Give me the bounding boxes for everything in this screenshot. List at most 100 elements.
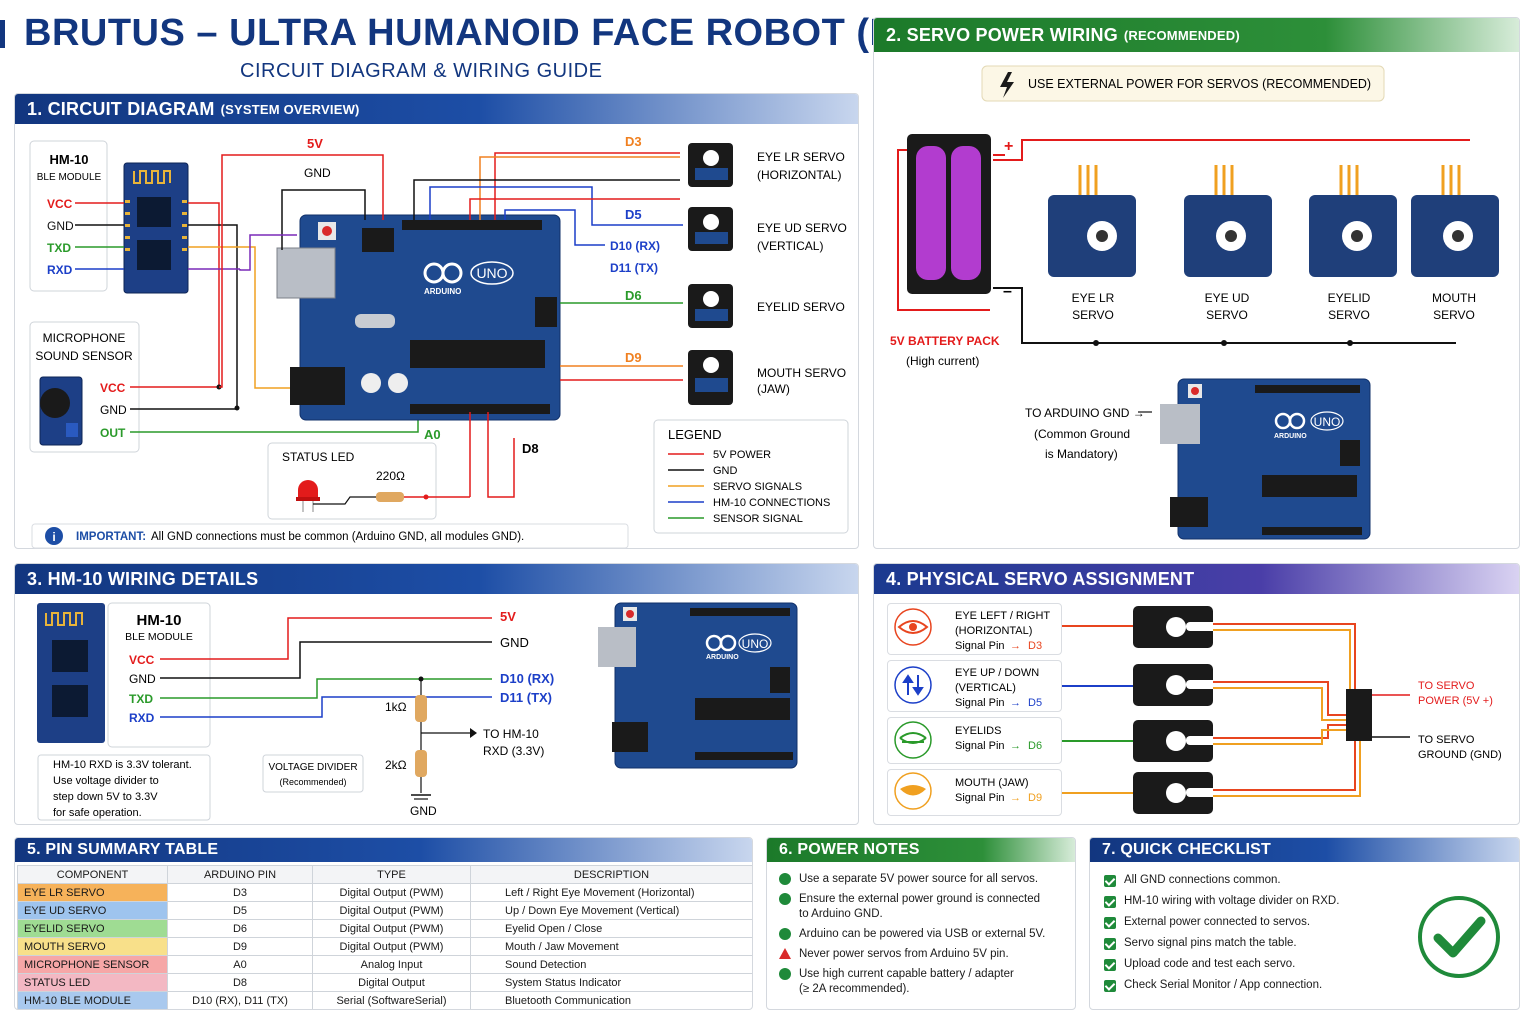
checklist-item-label: Check Serial Monitor / App connection. — [1124, 979, 1323, 991]
check-circle-icon — [779, 968, 791, 980]
cell-pin: D3 — [167, 883, 313, 902]
cell-component: MICROPHONE SENSOR — [17, 955, 168, 974]
checkbox-icon[interactable] — [1104, 875, 1116, 887]
hm10-pin-txd: TXD — [47, 241, 71, 255]
as2-l2: (VERTICAL) — [955, 682, 1016, 694]
important-text: All GND connections must be common (Ardu… — [151, 531, 524, 543]
s3-pin-gnd: GND — [129, 672, 156, 686]
to-servo-ground: TO SERVO — [1418, 734, 1475, 746]
mic-pin-vcc: VCC — [100, 381, 126, 395]
page-title: BRUTUS – ULTRA HUMANOID FACE ROBOT (BLE) — [24, 12, 961, 54]
checkbox-icon[interactable] — [1104, 938, 1116, 950]
up-down-arrows-icon — [894, 666, 932, 704]
power-note-text: Arduino can be powered via USB or extern… — [799, 928, 1046, 940]
svg-text:i: i — [52, 530, 55, 544]
power-servo-3 — [1309, 165, 1397, 277]
label-5v: 5V — [307, 136, 323, 151]
s3-r2: 2kΩ — [385, 758, 407, 772]
cell-pin: D5 — [167, 901, 313, 920]
title-accent — [0, 20, 5, 48]
arduino-text: ARDUINO — [424, 287, 461, 296]
checkbox-icon[interactable] — [1104, 896, 1116, 908]
mic-desc: SOUND SENSOR — [35, 349, 133, 363]
ps2-l1: EYE UD — [1205, 291, 1250, 305]
s3-to-rxd: TO HM-10 — [483, 727, 539, 741]
ps1-l2: SERVO — [1072, 308, 1114, 322]
table-header-row: COMPONENT ARDUINO PIN TYPE DESCRIPTION — [17, 865, 752, 884]
checkbox-icon[interactable] — [1104, 917, 1116, 929]
mic-module-graphic — [39, 376, 83, 446]
label-d11: D11 (TX) — [610, 261, 658, 275]
section-servo-power: 2. SERVO POWER WIRING (RECOMMENDED) — [873, 17, 1520, 549]
uno-text-3: UNO — [742, 637, 769, 651]
plus-sign: + — [1004, 138, 1013, 155]
power-banner — [981, 65, 1385, 102]
section-5-header: 5. PIN SUMMARY TABLE — [15, 838, 752, 862]
big-checkmark-icon — [1418, 896, 1500, 978]
ps3-l2: SERVO — [1328, 308, 1370, 322]
checkbox-icon[interactable] — [1104, 980, 1116, 992]
section-1-header: 1. CIRCUIT DIAGRAM (SYSTEM OVERVIEW) — [15, 94, 858, 124]
checklist-item-label: External power connected to servos. — [1124, 916, 1311, 928]
hm10-module-graphic — [123, 162, 189, 294]
led-graphic — [296, 480, 320, 512]
assign-servo-1 — [1133, 606, 1220, 648]
arduino-board-hm10: UNO ARDUINO — [598, 602, 798, 769]
cell-component: STATUS LED — [17, 973, 168, 992]
cell-component: MOUTH SERVO — [17, 937, 168, 956]
as4-pin: Signal Pin — [955, 792, 1005, 804]
servo-3-name: EYELID SERVO — [757, 300, 845, 314]
hm10-pin-gnd: GND — [47, 219, 74, 233]
lightning-icon — [1000, 72, 1014, 98]
checklist: All GND connections common. HM-10 wiring … — [1090, 862, 1519, 992]
arduino-board-main: UNO ARDUINO — [276, 214, 561, 421]
servo-1-sub: (HORIZONTAL) — [757, 168, 841, 182]
cell-description: System Status Indicator — [470, 973, 752, 992]
power-note-text: Use high current capable battery / adapt… — [799, 968, 1014, 980]
s3-r1: 1kΩ — [385, 700, 407, 714]
power-note-text: Use a separate 5V power source for all s… — [799, 873, 1039, 885]
cell-description: Eyelid Open / Close — [470, 919, 752, 938]
section-3-header: 3. HM-10 WIRING DETAILS — [15, 564, 858, 594]
section-6-header: 6. POWER NOTES — [767, 838, 1075, 862]
legend-item-4: HM-10 CONNECTIONS — [713, 497, 830, 509]
section-2-subtitle: (RECOMMENDED) — [1123, 27, 1240, 43]
section-5-title: 5. PIN SUMMARY TABLE — [27, 841, 219, 858]
s3-gnd: GND — [410, 804, 437, 818]
section-pin-summary: 5. PIN SUMMARY TABLE COMPONENT ARDUINO P… — [14, 837, 753, 1010]
s3-note-box — [37, 754, 211, 821]
checklist-item[interactable]: Check Serial Monitor / App connection. — [1104, 979, 1509, 992]
checklist-item[interactable]: External power connected to servos. — [1104, 916, 1509, 929]
section-2-header: 2. SERVO POWER WIRING (RECOMMENDED) — [874, 18, 1519, 52]
checklist-item[interactable]: Servo signal pins match the table. — [1104, 937, 1509, 950]
important-label: IMPORTANT: — [76, 531, 146, 543]
s3-target-d10: D10 (RX) — [500, 671, 554, 686]
checklist-item[interactable]: All GND connections common. — [1104, 874, 1509, 887]
to-arduino-gnd: TO ARDUINO GND → — [1025, 406, 1145, 420]
cell-type: Digital Output (PWM) — [312, 901, 471, 920]
as4-arrow: → — [1010, 792, 1021, 804]
cell-type: Digital Output — [312, 973, 471, 992]
checkbox-icon[interactable] — [1104, 959, 1116, 971]
s3-target-gnd: GND — [500, 635, 529, 650]
label-gnd: GND — [304, 166, 331, 180]
checklist-item[interactable]: HM-10 wiring with voltage divider on RXD… — [1104, 895, 1509, 908]
section-1-subtitle: (SYSTEM OVERVIEW) — [220, 101, 360, 117]
servo-eyelid-graphic — [688, 284, 733, 328]
th-component: COMPONENT — [17, 865, 168, 884]
section-1-title: 1. CIRCUIT DIAGRAM — [27, 98, 215, 119]
checklist-item[interactable]: Upload code and test each servo. — [1104, 958, 1509, 971]
cell-type: Digital Output (PWM) — [312, 937, 471, 956]
th-type: TYPE — [312, 865, 471, 884]
as3-l1: EYELIDS — [955, 725, 1001, 737]
label-a0: A0 — [424, 427, 441, 442]
check-circle-icon — [779, 893, 791, 905]
arduino-text-3: ARDUINO — [706, 654, 739, 661]
as2-arrow: → — [1010, 697, 1021, 709]
